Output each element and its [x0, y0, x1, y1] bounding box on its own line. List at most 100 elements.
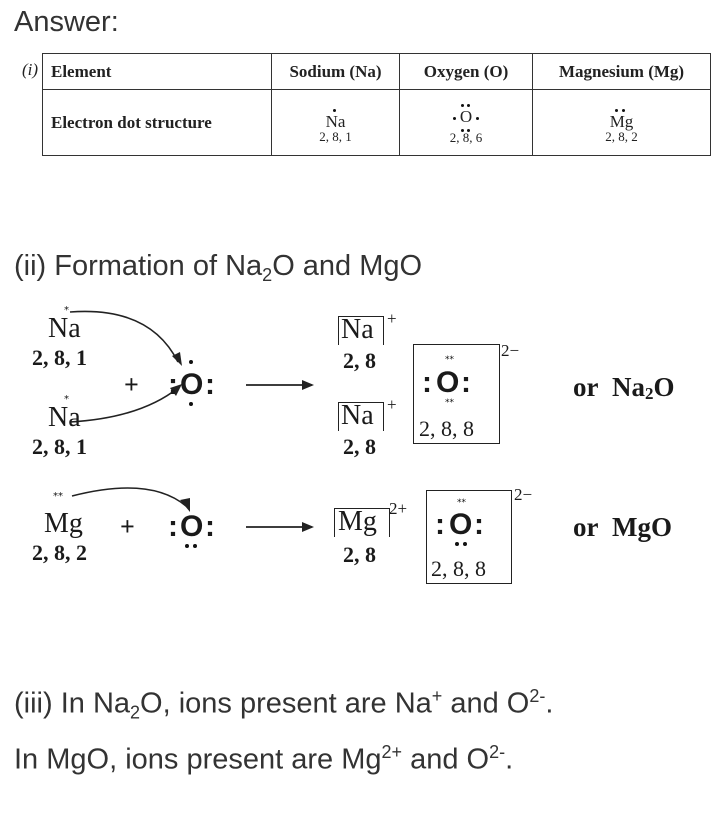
electron-dot: [189, 402, 193, 406]
electron-dot: [463, 542, 467, 546]
magnesium-ion-charge: 2+: [389, 499, 408, 518]
part2-title-text-end: O and MgO: [272, 250, 423, 282]
header-element: Element: [42, 53, 272, 90]
part3-text: O, ions present are Na: [140, 687, 432, 720]
superscript: 2-: [529, 686, 546, 706]
header-magnesium: Magnesium (Mg): [532, 53, 711, 90]
superscript: 2+: [381, 742, 403, 762]
answer-heading: Answer:: [14, 6, 119, 38]
superscript: +: [431, 686, 443, 706]
ion-bracket: [338, 402, 384, 431]
sodium-ion-charge-top: +: [387, 309, 397, 328]
electron-dot: [467, 103, 470, 107]
electron-dot-table: (i) Element Sodium (Na) Oxygen (O) Magne…: [18, 53, 711, 156]
electron-dot: [461, 103, 464, 107]
magnesium-symbol: Mg: [44, 508, 83, 539]
oxygen-right-pair: :: [205, 510, 215, 543]
part3-text: .: [505, 743, 514, 776]
oxygen-symbol: O: [180, 510, 204, 543]
sodium-ion-config-top: 2, 8: [343, 348, 376, 373]
electron-dot: [185, 544, 189, 548]
electron-dot: [193, 544, 197, 548]
part3-text: and O: [402, 743, 490, 776]
sodium-symbol-bottom: Na: [48, 402, 81, 433]
product-formula: Na: [611, 372, 645, 402]
part2-title: (ii) Formation of Na2O and MgO: [14, 247, 422, 294]
ion-bracket: [338, 316, 384, 345]
magnesium-config: 2, 8, 2: [605, 128, 638, 144]
cell-magnesium: Mg 2, 8, 2: [532, 89, 711, 156]
oxygen-right-pair: :: [205, 368, 215, 401]
electron-dot: [615, 108, 618, 112]
electron-star: **: [53, 491, 63, 502]
electron-dot: [467, 128, 470, 132]
part3-text: In MgO, ions present are Mg: [14, 743, 382, 776]
row-label: Electron dot structure: [42, 89, 272, 156]
na2o-product: or Na2O: [573, 372, 675, 409]
mgo-reaction: ** Mg 2, 8, 2 + : O : Mg 2+ 2, 8 2− ** :…: [0, 478, 720, 593]
oxygen-config: 2, 8, 6: [449, 129, 483, 145]
part3-line1: (iii) In Na2O, ions present are Na+ and …: [14, 676, 553, 733]
electron-star: **: [445, 398, 454, 408]
or-label: or: [573, 512, 599, 542]
or-label: or: [573, 372, 599, 402]
header-oxygen: Oxygen (O): [399, 53, 533, 90]
electron-dot: [333, 108, 336, 112]
oxide-config: 2, 8, 8: [431, 556, 486, 581]
part3-text: .: [545, 687, 554, 720]
electron-star: *: [64, 305, 69, 316]
oxide-bracket: [413, 344, 500, 444]
oxide-left-pair: :: [435, 508, 445, 541]
sodium-ion-config-bottom: 2, 8: [343, 434, 376, 459]
mgo-product: or MgO: [573, 512, 672, 542]
subscript: 2: [130, 702, 141, 723]
magnesium-ion-symbol: Mg: [338, 506, 377, 537]
superscript: 2-: [489, 742, 506, 762]
electron-star: **: [445, 355, 454, 365]
oxide-charge: 2−: [501, 341, 520, 360]
sodium-symbol-top: Na: [48, 313, 81, 344]
magnesium-symbol: Mg: [609, 111, 634, 131]
part2-title-subscript: 2: [262, 265, 273, 285]
electron-star: **: [457, 498, 466, 508]
cell-oxygen: O 2, 8, 6: [399, 89, 533, 156]
transfer-arrow: [71, 487, 314, 532]
part-marker: (i): [18, 53, 43, 156]
oxygen-symbol: O: [459, 106, 473, 126]
part3-text: (iii) In Na: [14, 687, 131, 720]
part3-text: and O: [442, 687, 530, 720]
electron-dot: [455, 542, 459, 546]
oxide-charge: 2−: [514, 485, 533, 504]
cell-sodium: Na 2, 8, 1: [271, 89, 400, 156]
sodium-symbol: Na: [325, 111, 346, 131]
header-sodium: Sodium (Na): [271, 53, 400, 90]
ion-bracket: [334, 508, 390, 537]
product-formula-end: O: [653, 372, 675, 402]
na2o-reaction: * Na 2, 8, 1 + : O : * Na 2, 8, 1 Na + 2…: [0, 300, 720, 470]
part3-line2: In MgO, ions present are Mg2+ and O2-.: [14, 732, 513, 780]
sodium-ion-symbol-bottom: Na: [341, 400, 374, 431]
electron-star: *: [64, 394, 69, 405]
electron-dot: [189, 360, 193, 364]
product-subscript: 2: [644, 384, 654, 403]
oxide-right-pair: :: [461, 366, 471, 399]
sodium-config-top: 2, 8, 1: [32, 345, 87, 370]
oxide-symbol: O: [449, 508, 473, 541]
oxide-right-pair: :: [474, 508, 484, 541]
oxide-bracket: [426, 490, 512, 584]
oxide-symbol: O: [436, 366, 460, 399]
electron-dot: [622, 108, 625, 112]
sodium-config: 2, 8, 1: [319, 128, 352, 144]
oxygen-symbol: O: [180, 368, 204, 401]
transfer-arrows: [69, 310, 314, 423]
magnesium-ion-config: 2, 8: [343, 542, 376, 567]
sodium-config-bottom: 2, 8, 1: [32, 434, 87, 459]
part2-title-text: (ii) Formation of Na: [14, 250, 263, 282]
plus-sign: +: [120, 512, 135, 541]
product-formula: MgO: [611, 512, 672, 542]
oxygen-left-pair: :: [168, 510, 178, 543]
oxygen-left-pair: :: [168, 368, 178, 401]
magnesium-config: 2, 8, 2: [32, 540, 87, 565]
electron-dot: [461, 128, 464, 132]
sodium-ion-charge-bottom: +: [387, 395, 397, 414]
